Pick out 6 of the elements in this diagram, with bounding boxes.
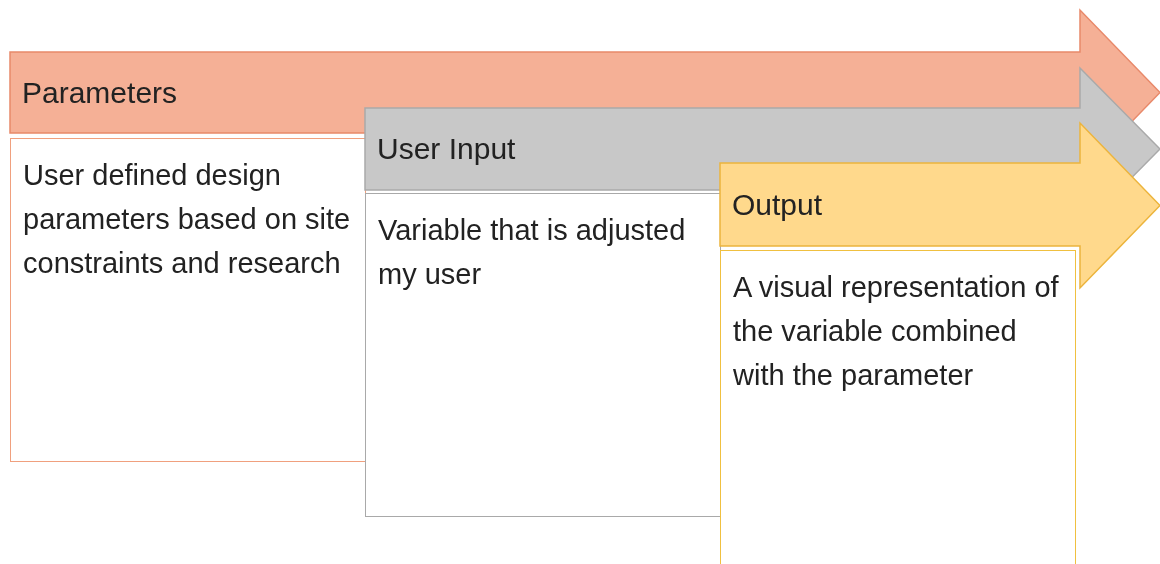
description-text: Variable that is adjusted my user [378,213,687,292]
description-text: A visual representation of the variable combined with the parameter [733,270,1060,393]
step-heading: User Input [377,131,516,167]
description-text: User defined design parameters based on site constraints and research [23,158,352,281]
step-heading: Parameters [22,74,178,111]
step-heading: Output [732,186,823,223]
